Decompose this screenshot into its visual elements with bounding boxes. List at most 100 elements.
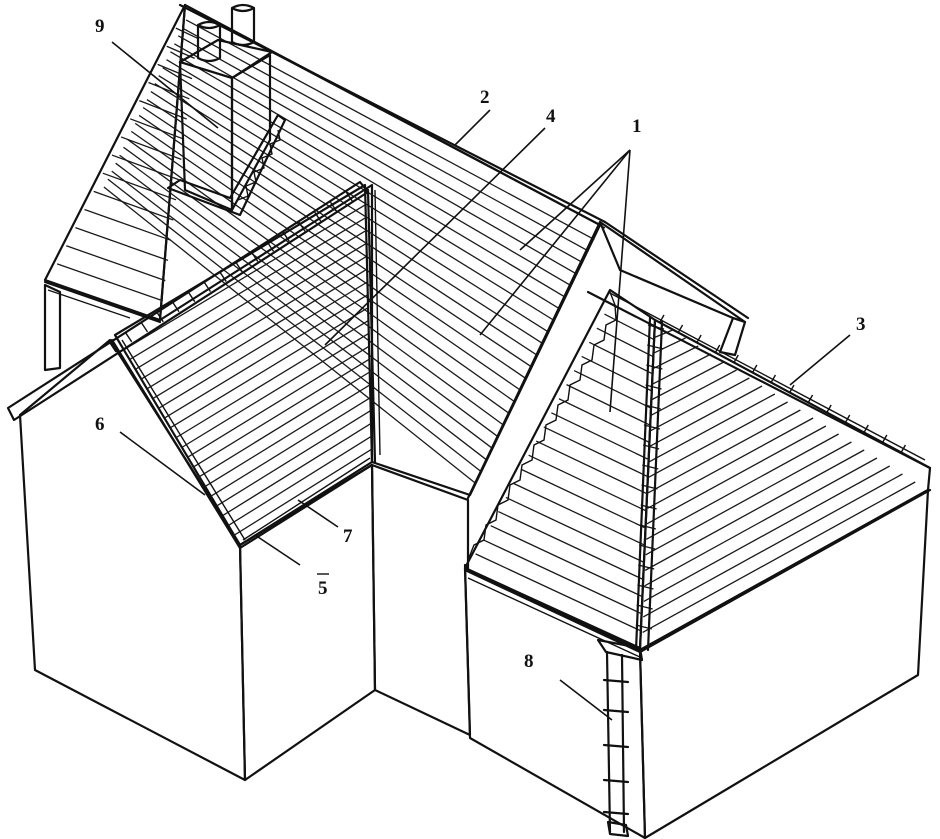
hip-ridge-tile [638, 564, 655, 570]
hip-ridge-tile [643, 424, 661, 430]
tile-course [157, 63, 193, 80]
tile-course [528, 454, 647, 512]
tile-course [642, 473, 903, 618]
tile-course [498, 510, 644, 580]
tile-course [513, 482, 645, 546]
tile-course [198, 371, 371, 478]
left-wing-eave [238, 463, 374, 550]
pipe-bracket [602, 743, 630, 749]
pipe-bracket [602, 810, 630, 816]
left-wing-courses [123, 204, 373, 536]
hip-top-ridge-tile [826, 404, 832, 413]
tile-course [649, 385, 763, 447]
leader-5 [254, 534, 301, 566]
left-wing-eave-gutter [242, 457, 371, 541]
tile-course [146, 255, 368, 390]
ridge-tile [219, 272, 227, 282]
tile-course [135, 230, 367, 370]
ridge-tile [203, 282, 212, 293]
hip-ridge-tile [639, 524, 657, 530]
hip-top-ridge-tile [696, 334, 702, 343]
tile-course [222, 422, 372, 517]
tile-course [185, 19, 595, 241]
tile-course [650, 369, 737, 416]
hip-top-ridge-tiles [659, 314, 907, 453]
hip-front-eave [463, 568, 642, 654]
right-hip-wing-roof [463, 220, 932, 659]
pipe-bracket [602, 708, 630, 714]
leader-1b [519, 149, 631, 251]
hip-ridge-right [646, 320, 664, 652]
tile-course [150, 91, 544, 345]
left-gable-wall [18, 338, 247, 782]
ridge-tile [282, 231, 290, 242]
ridge-tile [125, 332, 133, 343]
hip-top-ridge-tile [845, 414, 851, 423]
leader-1c [609, 149, 631, 413]
callout-6: 6 [95, 414, 105, 435]
downpipe-brackets [602, 678, 630, 816]
tile-course [210, 397, 371, 497]
hip-ridge-tile [642, 464, 659, 470]
tile-course [652, 353, 712, 385]
tile-course [566, 384, 650, 426]
callout-5: 5 [318, 578, 328, 599]
tile-course [644, 457, 878, 587]
downpipe-shoe [596, 638, 644, 662]
tile-course [228, 435, 372, 527]
hip-ridge-tile [638, 544, 656, 550]
right-side-wall [638, 488, 930, 839]
tile-course [588, 341, 653, 375]
valley-line-inner [374, 189, 381, 456]
tile-course [129, 217, 367, 361]
tile-course [140, 242, 367, 380]
tile-course [75, 226, 169, 262]
tile-course [490, 525, 643, 598]
left-wing-roof-plane [113, 183, 374, 547]
pipe-bracket [602, 678, 630, 684]
tile-course [535, 440, 647, 495]
downpipe-left [605, 650, 612, 834]
rear-left-wall [43, 283, 62, 372]
hip-top-ridge-tile [715, 344, 721, 353]
callout-labels: 1 2 3 4 5 6 7 8 9 [95, 16, 866, 672]
hip-ridge-tile [637, 584, 654, 590]
tile-course [138, 114, 527, 380]
hip-ridge-left [634, 316, 652, 652]
chimney-flashing [166, 113, 287, 217]
hip-top-edge [586, 290, 932, 470]
ridge-tile [140, 322, 149, 333]
left-slope-courses [56, 27, 198, 302]
tile-course [204, 384, 371, 487]
leader-8 [559, 679, 613, 721]
tile-course [152, 268, 368, 400]
callout-2: 2 [480, 87, 490, 108]
tile-course [233, 448, 373, 536]
chimney-pot-left [196, 20, 222, 63]
tile-course [177, 35, 584, 264]
tile-course [181, 332, 370, 448]
leader-4 [324, 127, 546, 346]
left-wing-ridge-tiles [109, 191, 353, 353]
hip-ridge-tiles [634, 316, 665, 652]
ridge-tile [345, 191, 353, 202]
tile-course [123, 204, 366, 351]
tile-course [111, 170, 488, 461]
hip-ridge-tile [645, 384, 662, 390]
main-roof-courses [103, 19, 595, 484]
hip-top-ridge-tile [752, 364, 758, 373]
callout-8: 8 [524, 651, 534, 672]
downpipe-outlet [606, 820, 630, 838]
hip-stepped-edge [467, 291, 617, 561]
chimney-front-face [178, 60, 234, 212]
tile-course [175, 27, 198, 39]
leader-2 [454, 109, 491, 146]
tile-course [520, 468, 646, 529]
leader-7 [297, 499, 339, 528]
ridge-tile [156, 312, 164, 323]
leader-1a [479, 149, 631, 336]
tile-course [643, 465, 891, 602]
ridge-tile [329, 201, 338, 212]
tile-course [543, 426, 648, 478]
